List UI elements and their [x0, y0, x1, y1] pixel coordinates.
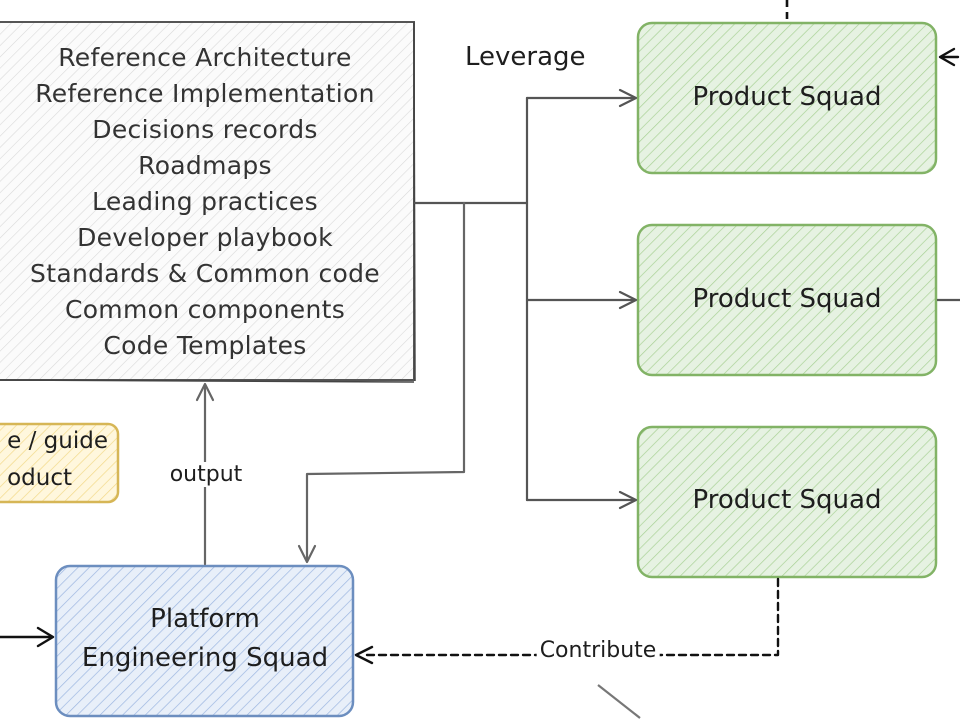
ref-item-common-components: Common components: [64, 295, 346, 324]
ref-item-reference-implementation: Reference Implementation: [35, 79, 375, 108]
output-label: output: [167, 462, 245, 487]
incoming-arrow-left: [0, 626, 55, 648]
contribute-label: Contribute: [536, 638, 660, 663]
contribute-arrow: [354, 577, 780, 665]
ref-item-standards-common-code: Standards & Common code: [30, 259, 380, 288]
product-squad-box-3: [636, 425, 938, 579]
ref-item-decisions-records: Decisions records: [92, 115, 318, 144]
bottom-diagonal-line: [597, 684, 641, 719]
platform-squad-box: [54, 564, 355, 718]
note-text-line2: oduct: [7, 465, 72, 491]
feedback-connector: [297, 201, 466, 564]
right-arrow-top-squad: [938, 47, 960, 67]
product-squad-label-2: Product Squad: [692, 284, 882, 314]
note-box: [0, 422, 120, 504]
product-squad-box-2: [636, 223, 938, 377]
leverage-label: Leverage: [465, 42, 586, 72]
ref-item-code-templates: Code Templates: [103, 331, 307, 360]
ref-item-reference-architecture: Reference Architecture: [58, 43, 352, 72]
ref-item-developer-playbook: Developer playbook: [77, 223, 333, 252]
leverage-connector: [413, 88, 638, 510]
note-text-line1: e / guide: [7, 428, 108, 454]
reference-box: [0, 21, 416, 383]
ref-item-roadmaps: Roadmaps: [138, 151, 272, 180]
platform-squad-label-line1: Platform: [150, 604, 260, 634]
product-squad-box-1: [636, 21, 938, 175]
platform-squad-label-line2: Engineering Squad: [81, 643, 329, 673]
product-squad-label-1: Product Squad: [692, 82, 882, 112]
product-squad-label-3: Product Squad: [692, 485, 882, 515]
ref-item-leading-practices: Leading practices: [92, 187, 318, 216]
reference-items-list: Reference Architecture Reference Impleme…: [30, 40, 380, 364]
